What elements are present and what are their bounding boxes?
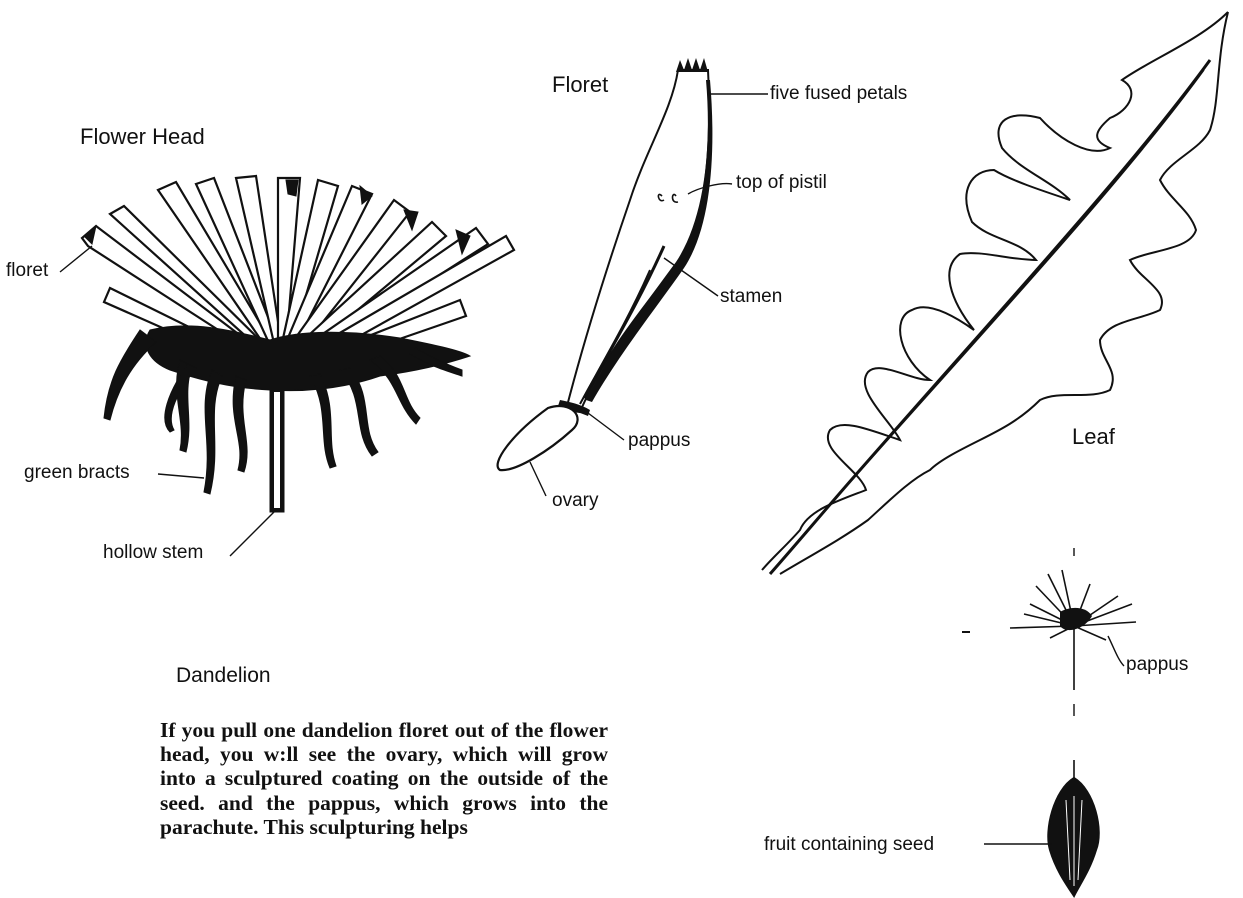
caption-body: If you pull one dandelion floret out of … — [160, 718, 608, 898]
label-ovary: ovary — [552, 490, 598, 512]
label-hollow-stem: hollow stem — [103, 542, 203, 564]
label-fruit-containing-seed: fruit containing seed — [764, 834, 934, 856]
label-pappus-seed: pappus — [1126, 654, 1188, 676]
flower-head-drawing — [82, 176, 514, 512]
title-leaf: Leaf — [1072, 424, 1115, 450]
floret-drawing — [498, 58, 713, 470]
label-green-bracts: green bracts — [24, 462, 130, 484]
label-top-of-pistil: top of pistil — [736, 172, 827, 194]
label-floret: floret — [6, 260, 48, 282]
caption-title: Dandelion — [176, 664, 271, 688]
label-stamen: stamen — [720, 286, 782, 308]
label-pappus-floret: pappus — [628, 430, 690, 452]
title-floret: Floret — [552, 72, 608, 98]
title-flower-head: Flower Head — [80, 124, 205, 150]
label-five-fused-petals: five fused petals — [770, 83, 907, 105]
